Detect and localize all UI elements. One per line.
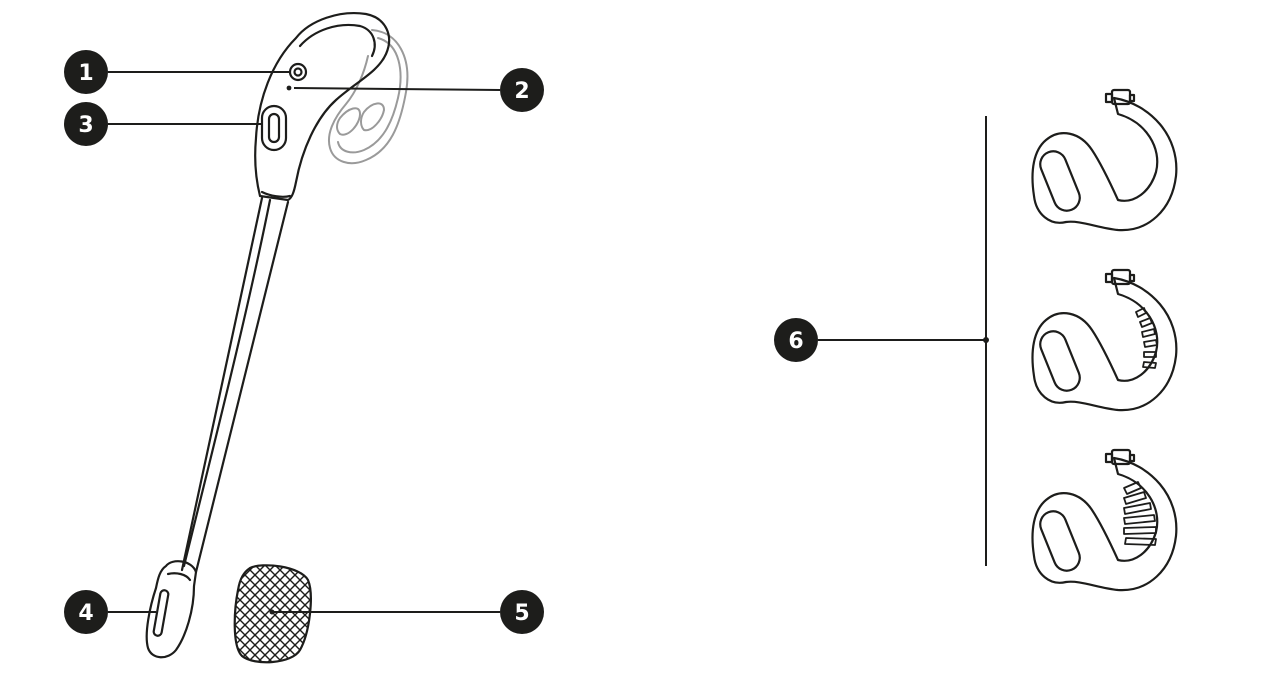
mesh-line xyxy=(120,560,230,670)
microphone-tip-icon xyxy=(145,560,198,659)
mesh-line xyxy=(239,565,311,663)
ear-hook-plain-icon xyxy=(1031,88,1178,232)
mesh-line xyxy=(360,560,470,670)
mesh-line xyxy=(269,565,311,663)
ear-hook-ribbed-icon xyxy=(1031,268,1178,412)
indicator-light-dot xyxy=(286,85,292,91)
svg-text:6: 6 xyxy=(788,329,803,354)
svg-text:5: 5 xyxy=(514,601,529,626)
mesh-line xyxy=(234,565,261,663)
headset-illustration xyxy=(145,12,409,659)
mesh-line xyxy=(299,565,311,663)
callout-1: 1 xyxy=(64,50,108,94)
headset-body xyxy=(254,12,391,202)
mesh-line xyxy=(370,560,480,670)
svg-text:3: 3 xyxy=(78,113,93,138)
boom-arm xyxy=(180,196,290,574)
mesh-line xyxy=(259,565,311,663)
mesh-line xyxy=(350,560,460,670)
windscreen-callout-dot xyxy=(269,609,275,615)
mesh-line xyxy=(340,560,450,670)
mesh-line xyxy=(234,565,311,663)
mesh-line xyxy=(234,565,271,663)
mesh-line xyxy=(279,565,311,663)
svg-text:4: 4 xyxy=(78,601,93,626)
ear-hook-ribbed-large-icon xyxy=(1031,448,1178,592)
volume-button-icon xyxy=(260,104,288,152)
mesh-line xyxy=(360,560,470,670)
bracket-callout-dot xyxy=(983,337,989,343)
mesh-line xyxy=(299,565,311,663)
mesh-line xyxy=(269,565,311,663)
svg-text:2: 2 xyxy=(514,79,529,104)
mesh-line xyxy=(234,565,281,663)
mesh-line xyxy=(320,560,430,670)
mesh-line xyxy=(234,565,311,663)
mesh-line xyxy=(320,560,430,670)
callout-3: 3 xyxy=(64,102,108,146)
mesh-line xyxy=(120,560,230,670)
callout-2: 2 xyxy=(500,68,544,112)
callout-6: 6 xyxy=(774,318,818,362)
mesh-line xyxy=(234,565,311,663)
callout-5: 5 xyxy=(500,590,544,634)
mesh-line xyxy=(330,560,440,670)
mesh-line xyxy=(234,565,301,663)
mesh-line xyxy=(234,565,271,663)
svg-text:1: 1 xyxy=(78,61,93,86)
mesh-windscreen-icon xyxy=(120,560,480,670)
mesh-line xyxy=(340,560,450,670)
hook-ribs xyxy=(1135,307,1158,369)
mesh-line xyxy=(309,565,311,663)
power-button-icon xyxy=(288,62,308,82)
mesh-line xyxy=(234,565,281,663)
ghost-ear-hook-icon xyxy=(328,29,409,165)
mesh-line xyxy=(259,565,311,663)
mesh-line xyxy=(309,565,311,663)
mesh-line xyxy=(350,560,460,670)
callout-4: 4 xyxy=(64,590,108,634)
mesh-line xyxy=(370,560,480,670)
mesh-line xyxy=(234,565,311,663)
callout-lines xyxy=(108,71,987,613)
mesh-line xyxy=(249,565,311,663)
hook-ribs-large xyxy=(1123,481,1157,546)
mesh-line xyxy=(330,560,440,670)
